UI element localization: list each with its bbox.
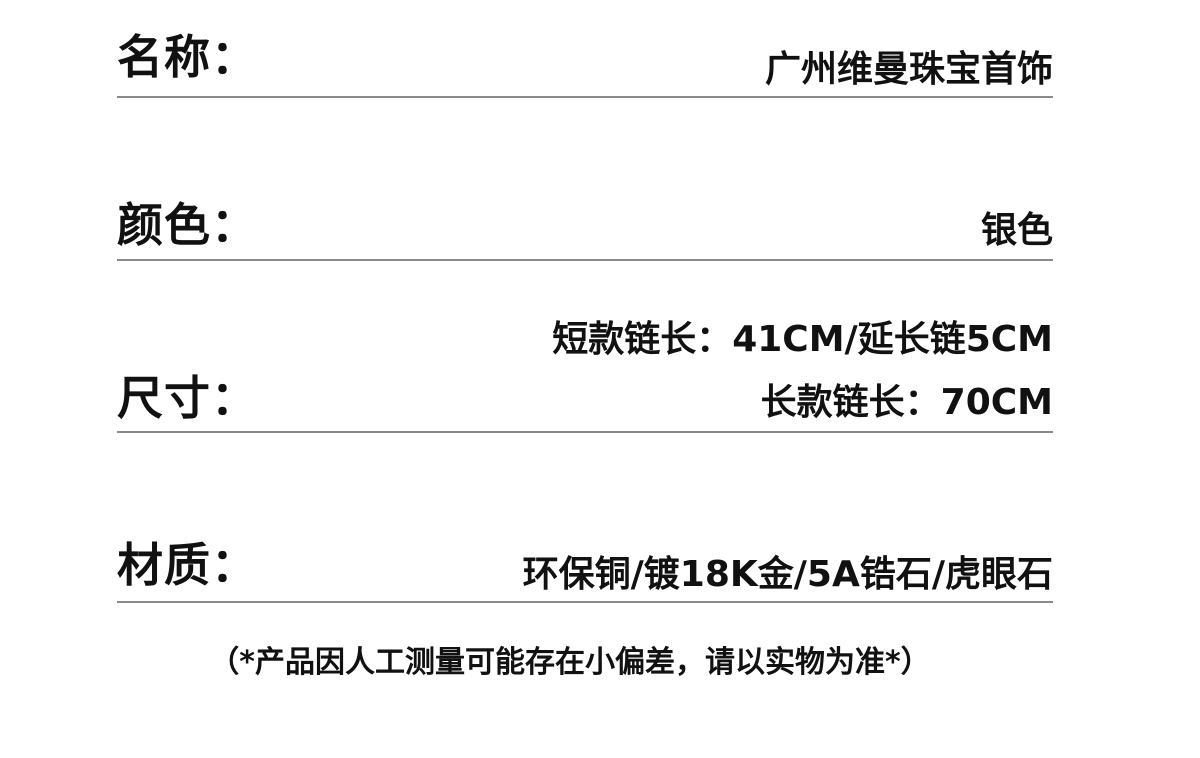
spec-row-size: 尺寸： 短款链长：41CM/延长链5CM 长款链长：70CM — [117, 259, 1053, 433]
spec-value-material: 环保铜/镀18K金/5A锆石/虎眼石 — [522, 554, 1053, 595]
spec-label-name: 名称： — [117, 30, 258, 84]
spec-value-size-short: 短款链长：41CM/延长链5CM — [552, 319, 1053, 360]
spec-row-color: 颜色： 银色 — [117, 96, 1053, 261]
spec-row-name: 名称： 广州维曼珠宝首饰 — [117, 0, 1053, 98]
spec-value-size-long: 长款链长：70CM — [760, 382, 1053, 423]
spec-value-color: 银色 — [980, 210, 1053, 251]
disclaimer-note: （*产品因人工测量可能存在小偏差，请以实物为准*） — [209, 645, 931, 680]
spec-label-material: 材质： — [117, 538, 258, 592]
spec-value-name: 广州维曼珠宝首饰 — [764, 49, 1053, 90]
spec-row-material: 材质： 环保铜/镀18K金/5A锆石/虎眼石 — [117, 431, 1053, 603]
spec-label-size: 尺寸： — [117, 371, 258, 425]
spec-label-color: 颜色： — [117, 198, 258, 252]
